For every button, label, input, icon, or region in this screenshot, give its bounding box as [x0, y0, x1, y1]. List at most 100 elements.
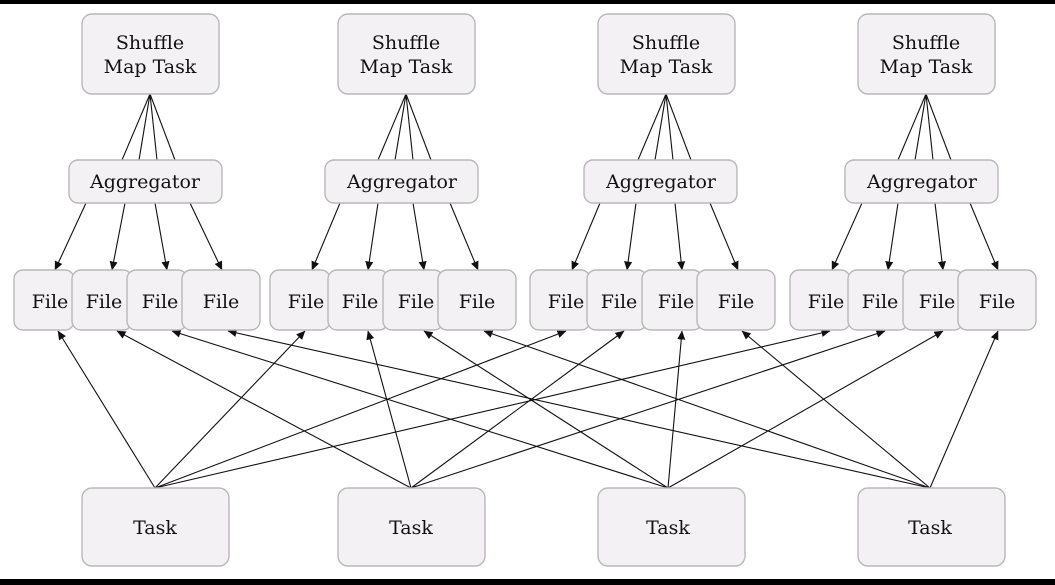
file-label: File — [979, 291, 1016, 313]
map-to-aggregator-line — [394, 93, 407, 161]
map-to-aggregator-line — [654, 93, 667, 161]
task-to-file-arrow — [116, 330, 412, 489]
task-to-file-arrow — [154, 330, 306, 489]
task-to-file-arrow — [667, 330, 686, 489]
file-node: File — [327, 269, 389, 331]
aggregator-to-file-arrow — [412, 202, 427, 271]
map-to-aggregator-line — [665, 93, 692, 161]
task-to-file-arrow — [741, 330, 931, 489]
map-to-aggregator-line — [665, 93, 674, 161]
aggregator-label: Aggregator — [605, 171, 717, 193]
shuffle-map-task-node: Shuffle Map Task — [81, 13, 220, 95]
file-label: File — [288, 291, 325, 313]
map-task-label-line1: Shuffle — [632, 32, 700, 54]
file-node: File — [13, 269, 75, 331]
group-2: Shuffle Map Task Aggregator File File Fi… — [269, 13, 517, 331]
map-to-aggregator-line — [121, 93, 151, 161]
task-label: Task — [908, 517, 952, 539]
aggregator-to-file-arrow — [831, 202, 863, 271]
map-to-aggregator-line — [925, 93, 934, 161]
file-node: File — [181, 269, 261, 331]
map-to-aggregator-line — [149, 93, 176, 161]
map-task-label-line1: Shuffle — [116, 32, 184, 54]
aggregator-to-file-arrow — [624, 202, 637, 271]
map-to-aggregator-line — [405, 93, 414, 161]
aggregator-to-file-arrow — [934, 202, 947, 271]
group-4: Shuffle Map Task Aggregator File File Fi… — [789, 13, 1037, 331]
task-to-file-arrow — [667, 330, 944, 489]
file-node: File — [789, 269, 851, 331]
map-to-aggregator-line — [138, 93, 151, 161]
map-to-aggregator-line — [925, 93, 952, 161]
aggregator-to-file-arrow — [109, 202, 126, 271]
aggregator-to-file-arrow — [571, 202, 601, 271]
task-to-file-arrow — [171, 329, 669, 489]
task-to-file-arrow — [929, 330, 999, 489]
aggregator-label: Aggregator — [866, 171, 978, 193]
file-node: File — [126, 269, 188, 331]
edge-layer — [54, 93, 999, 489]
map-task-label-line2: Map Task — [360, 56, 453, 78]
shuffle-map-task-node: Shuffle Map Task — [597, 13, 736, 95]
task-to-file-arrow — [57, 330, 156, 489]
task-label: Task — [133, 517, 177, 539]
shuffle-map-task-node: Shuffle Map Task — [337, 13, 476, 95]
task-to-file-arrow — [410, 330, 625, 489]
file-node: File — [847, 269, 909, 331]
file-label: File — [203, 291, 240, 313]
map-task-label-line1: Shuffle — [892, 32, 960, 54]
aggregator-to-file-arrow — [969, 202, 999, 271]
map-task-label-line2: Map Task — [104, 56, 197, 78]
aggregator-to-file-arrow — [54, 202, 87, 271]
group-1: Shuffle Map Task Aggregator File File Fi… — [13, 13, 261, 331]
aggregator-node: Aggregator — [583, 159, 738, 204]
shuffle-map-task-node: Shuffle Map Task — [857, 13, 996, 95]
tasks-row: Task Task Task Task — [81, 487, 1006, 567]
file-node: File — [269, 269, 331, 331]
map-to-aggregator-line — [914, 93, 927, 161]
file-label: File — [548, 291, 585, 313]
aggregator-to-file-arrow — [885, 202, 899, 271]
task-to-file-arrow — [154, 328, 831, 489]
file-label: File — [808, 291, 845, 313]
file-node: File — [641, 269, 703, 331]
task-label: Task — [646, 517, 690, 539]
task-to-file-arrow — [366, 330, 412, 489]
file-label: File — [398, 291, 435, 313]
group-3: Shuffle Map Task Aggregator File File Fi… — [529, 13, 776, 331]
aggregator-to-file-arrow — [449, 202, 479, 271]
file-label: File — [342, 291, 379, 313]
task-to-file-arrow — [227, 328, 931, 489]
aggregator-label: Aggregator — [346, 171, 458, 193]
map-to-aggregator-line — [897, 93, 927, 161]
file-node: File — [529, 269, 591, 331]
task-to-file-arrow — [423, 330, 669, 489]
task-node: Task — [81, 487, 230, 567]
task-to-file-arrow — [483, 330, 931, 489]
aggregator-to-file-arrow — [311, 202, 341, 271]
map-task-label-line2: Map Task — [880, 56, 973, 78]
map-to-aggregator-line — [377, 93, 407, 161]
file-label: File — [601, 291, 638, 313]
aggregator-node: Aggregator — [844, 159, 999, 204]
task-node: Task — [597, 487, 746, 567]
file-label: File — [862, 291, 899, 313]
aggregator-to-file-arrow — [365, 202, 379, 271]
task-node: Task — [857, 487, 1006, 567]
map-task-label-line2: Map Task — [620, 56, 713, 78]
aggregator-to-file-arrow — [674, 202, 686, 271]
file-node: File — [586, 269, 648, 331]
map-to-aggregator-line — [149, 93, 158, 161]
map-to-aggregator-line — [637, 93, 667, 161]
file-label: File — [459, 291, 496, 313]
file-node: File — [382, 269, 444, 331]
map-task-label-line1: Shuffle — [372, 32, 440, 54]
map-to-aggregator-line — [405, 93, 432, 161]
file-label: File — [658, 291, 695, 313]
aggregator-to-file-arrow — [709, 202, 739, 271]
task-to-file-arrow — [154, 330, 567, 489]
file-label: File — [919, 291, 956, 313]
file-label: File — [718, 291, 755, 313]
file-node: File — [71, 269, 133, 331]
